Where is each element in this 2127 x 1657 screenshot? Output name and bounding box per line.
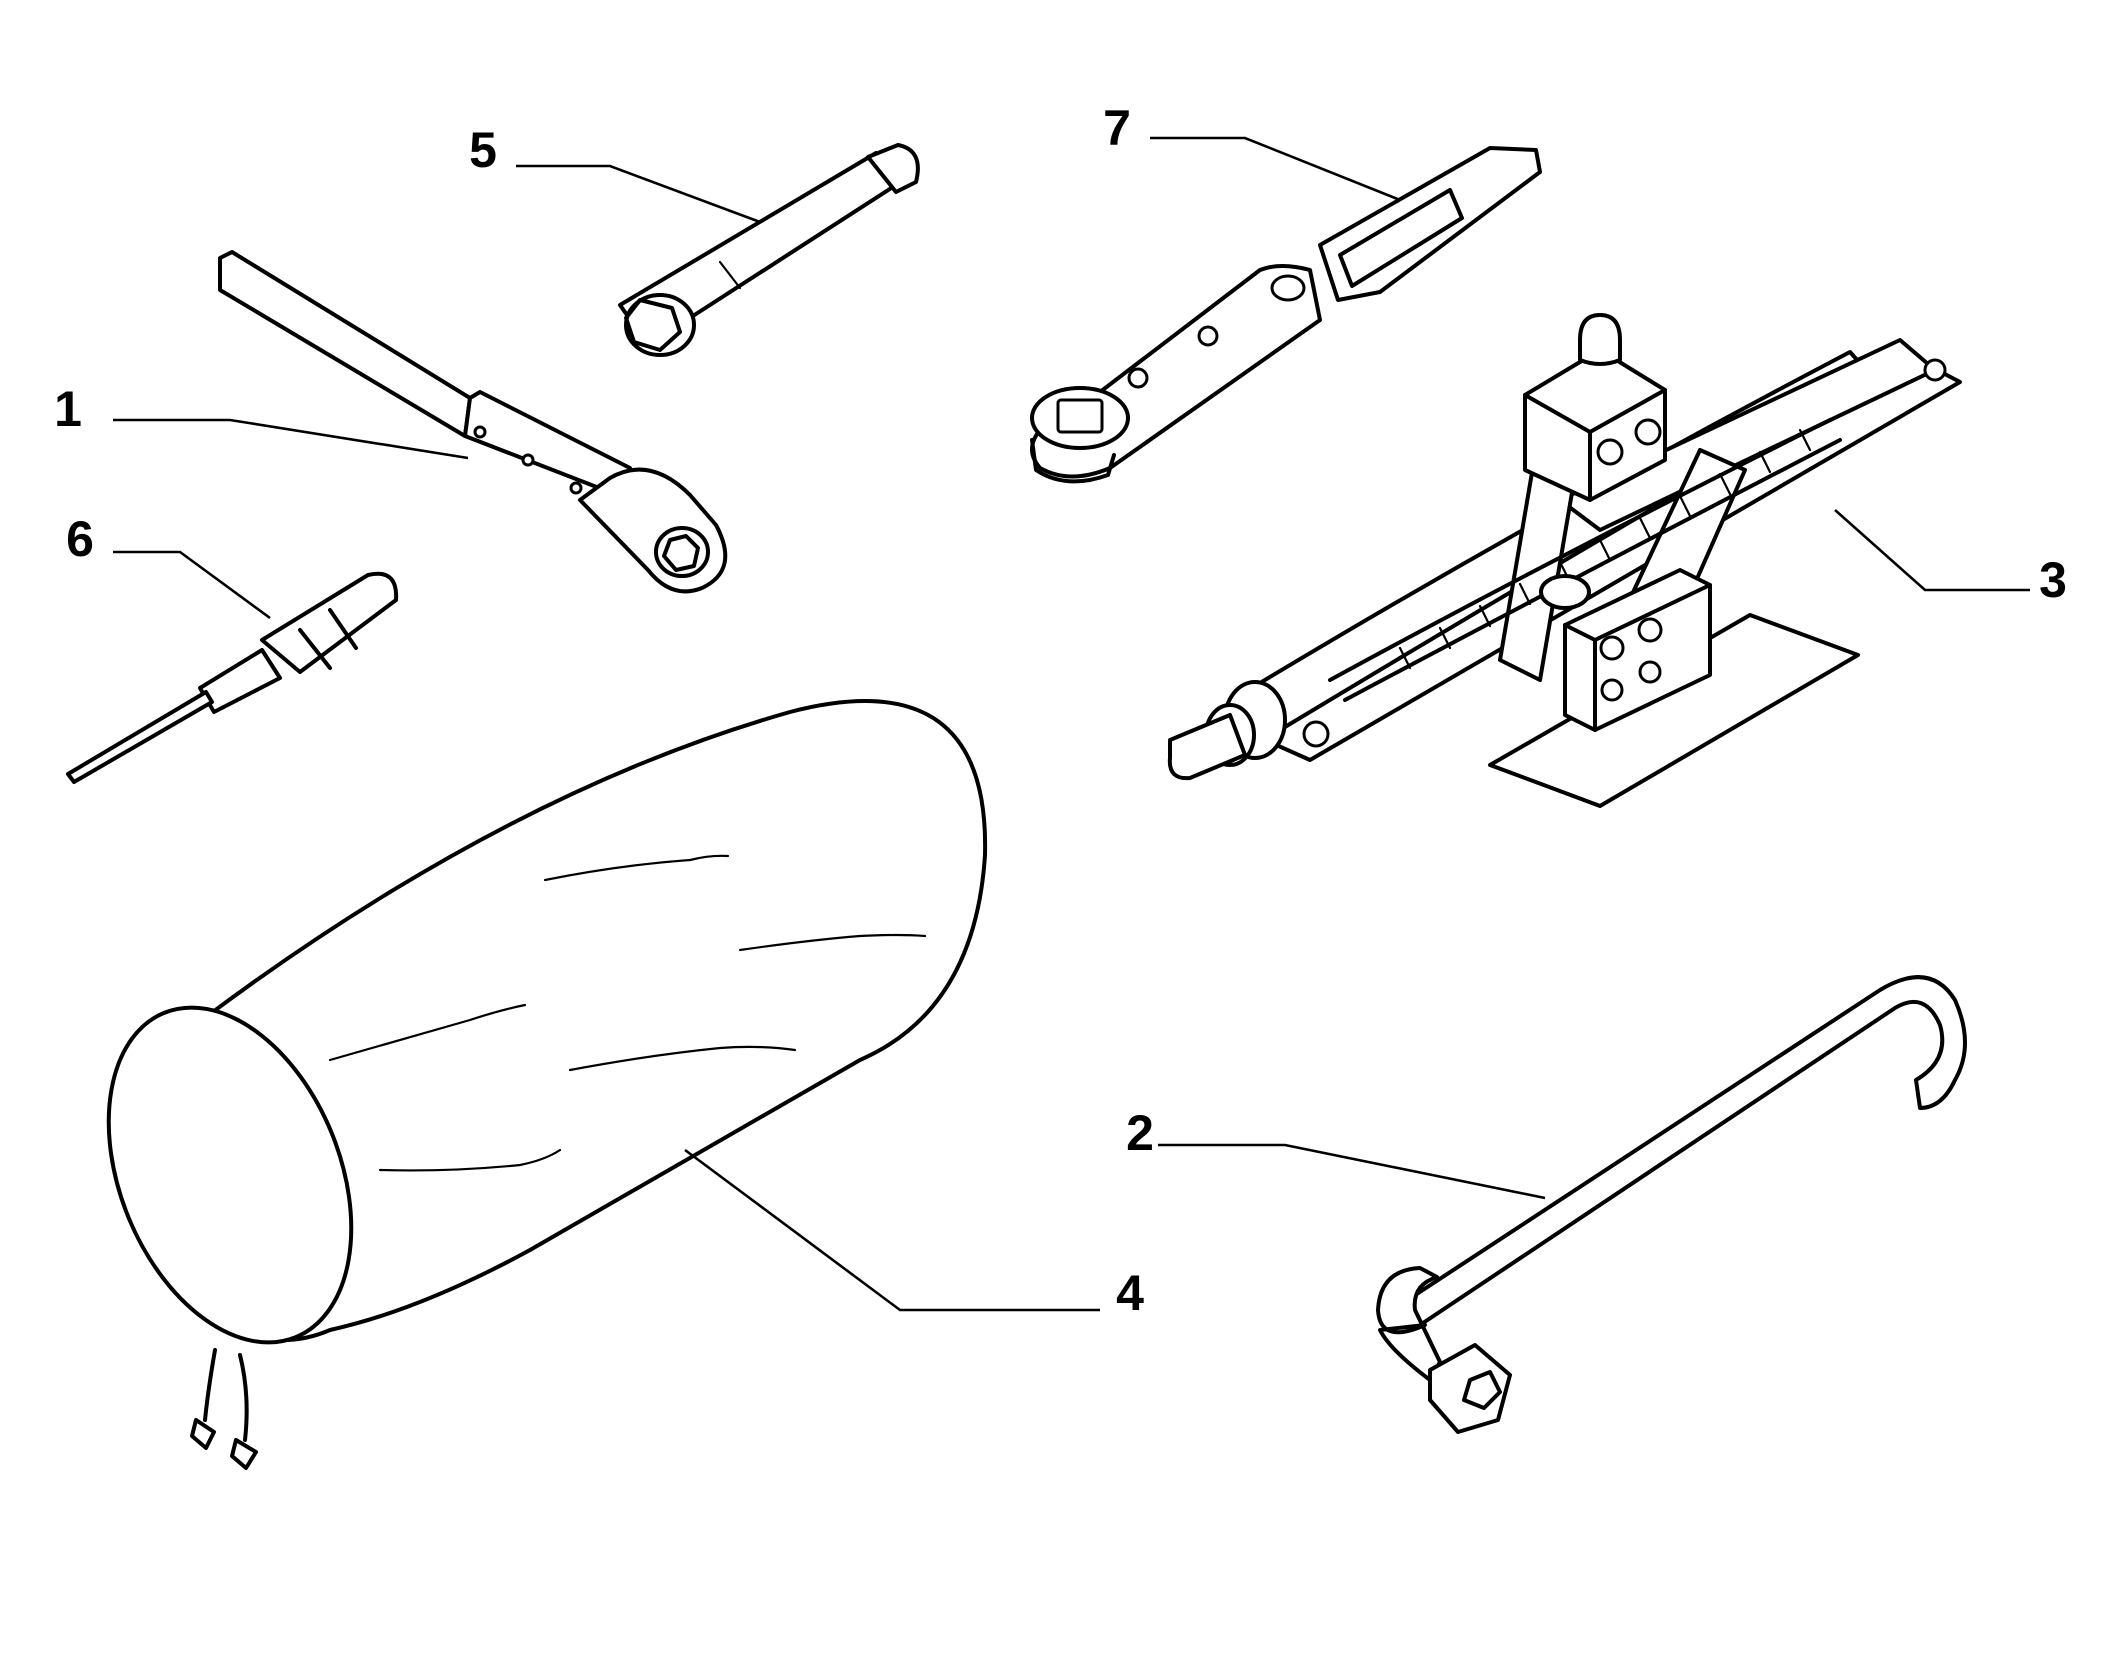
leader-7 bbox=[1150, 136, 1401, 202]
screwdriver-icon bbox=[66, 571, 399, 784]
leader-6 bbox=[113, 550, 271, 620]
socket-extension-icon bbox=[618, 143, 920, 357]
callout-7: 7 bbox=[1103, 100, 1131, 156]
leader-4 bbox=[684, 1148, 1100, 1312]
leader-lines bbox=[113, 136, 2030, 1312]
leader-2 bbox=[1158, 1143, 1546, 1200]
ratchet-handle-icon bbox=[218, 250, 728, 594]
callout-5: 5 bbox=[469, 122, 497, 178]
callout-6: 6 bbox=[66, 511, 94, 567]
callout-3: 3 bbox=[2039, 552, 2067, 608]
leader-5 bbox=[516, 164, 761, 224]
ratchet-wrench-icon bbox=[1030, 146, 1542, 484]
wheel-brace-icon bbox=[1376, 975, 1967, 1434]
callout-4: 4 bbox=[1116, 1265, 1144, 1321]
leader-1 bbox=[113, 418, 469, 460]
tool-bag-icon bbox=[106, 699, 988, 1470]
scissor-jack-icon bbox=[1167, 313, 1962, 808]
leader-3 bbox=[1834, 509, 2030, 592]
callout-2: 2 bbox=[1126, 1105, 1154, 1161]
callout-1: 1 bbox=[54, 381, 82, 437]
